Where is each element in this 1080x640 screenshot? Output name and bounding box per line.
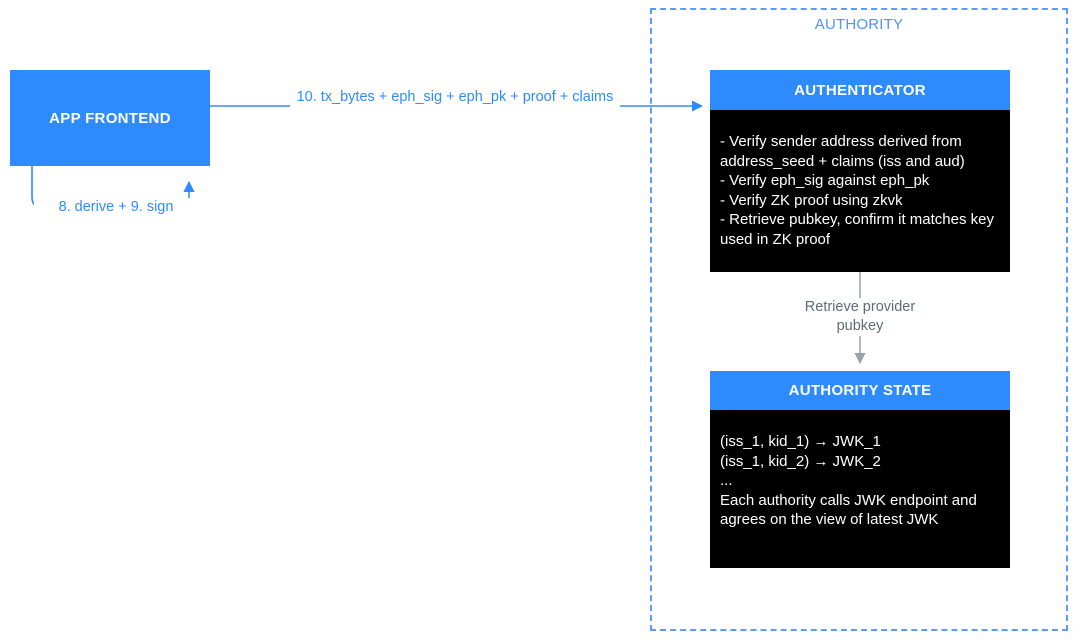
node-authority-state[interactable]: AUTHORITY STATE (iss_1, kid_1) → JWK_1 (… xyxy=(710,371,1010,568)
edge-label-frontend-to-authenticator: 10. tx_bytes + eph_sig + eph_pk + proof … xyxy=(290,88,620,107)
edge-label-retrieve-provider-pubkey: Retrieve provider pubkey xyxy=(782,298,938,336)
node-authenticator-header: AUTHENTICATOR xyxy=(710,70,1010,110)
node-authority-state-body: (iss_1, kid_1) → JWK_1 (iss_1, kid_2) → … xyxy=(710,410,1010,568)
node-authenticator-body: - Verify sender address derived from add… xyxy=(710,110,1010,272)
authority-group-container xyxy=(650,8,1068,631)
authority-group-title: AUTHORITY xyxy=(814,16,904,33)
node-authority-state-header: AUTHORITY STATE xyxy=(710,371,1010,410)
edge-label-frontend-self-loop: 8. derive + 9. sign xyxy=(34,198,198,217)
node-app-frontend[interactable]: APP FRONTEND xyxy=(10,70,210,166)
node-authenticator[interactable]: AUTHENTICATOR - Verify sender address de… xyxy=(710,70,1010,272)
node-app-frontend-label: APP FRONTEND xyxy=(49,109,171,127)
